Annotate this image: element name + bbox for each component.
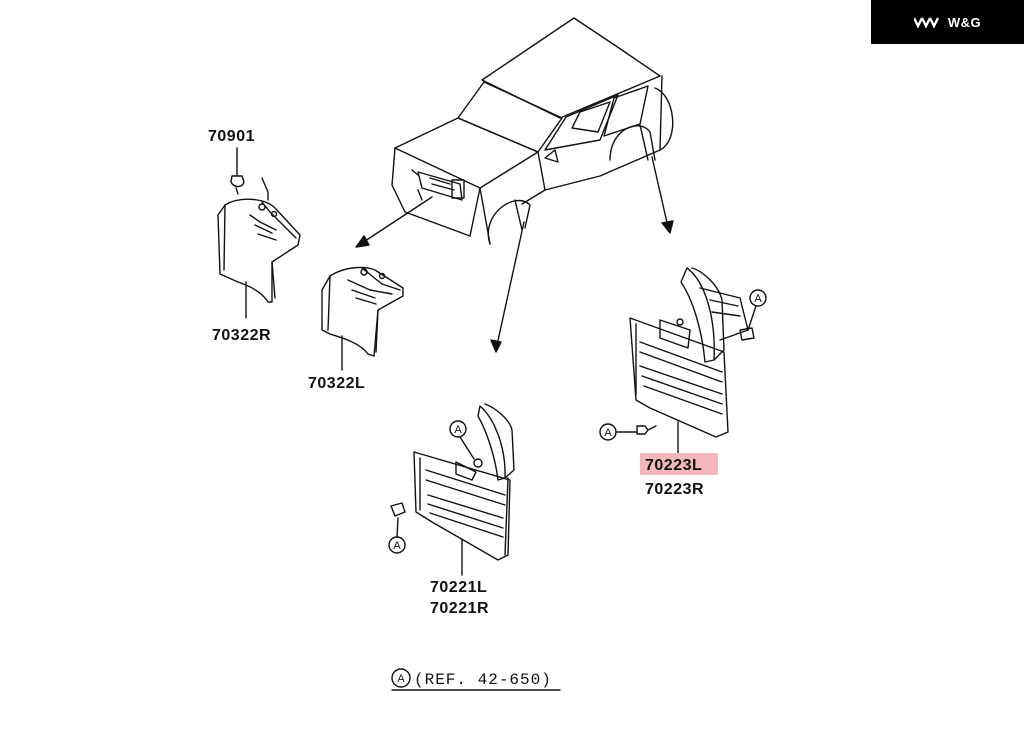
reference-circle (391, 668, 411, 688)
brand-text: W&G (947, 14, 982, 30)
reference-note: (REF. 42-650) (414, 671, 552, 689)
clip-fastener (230, 147, 245, 195)
highlight-70223L (640, 453, 718, 475)
callout-a-mid-left (388, 502, 406, 554)
leader-arrows (355, 156, 674, 353)
mud-flap-rear (629, 267, 749, 438)
brand-logo: W&G (871, 0, 1024, 44)
part-label-70223R: 70223R (645, 481, 704, 498)
part-label-70322R: 70322R (212, 327, 271, 344)
callout-a-rear-top (739, 289, 767, 341)
splash-guard-front-left (321, 266, 404, 357)
part-label-70322L: 70322L (308, 375, 365, 392)
callout-letter: A (754, 293, 762, 305)
splash-guard-front-right (217, 177, 301, 303)
callout-letter: A (454, 424, 462, 436)
callout-letter: A (397, 673, 405, 685)
mud-flap-mid (413, 403, 515, 561)
part-label-70901: 70901 (208, 128, 255, 145)
part-label-70223L: 70223L (645, 457, 702, 474)
callout-letter: A (393, 540, 401, 552)
callout-a-rear-left (599, 423, 657, 441)
part-label-70221R: 70221R (430, 600, 489, 617)
vehicle-illustration (391, 17, 674, 245)
callout-letter: A (604, 427, 612, 439)
part-label-70221L: 70221L (430, 579, 487, 596)
callout-a-mid-top (449, 420, 475, 460)
chevron-stripes-icon (913, 17, 939, 28)
